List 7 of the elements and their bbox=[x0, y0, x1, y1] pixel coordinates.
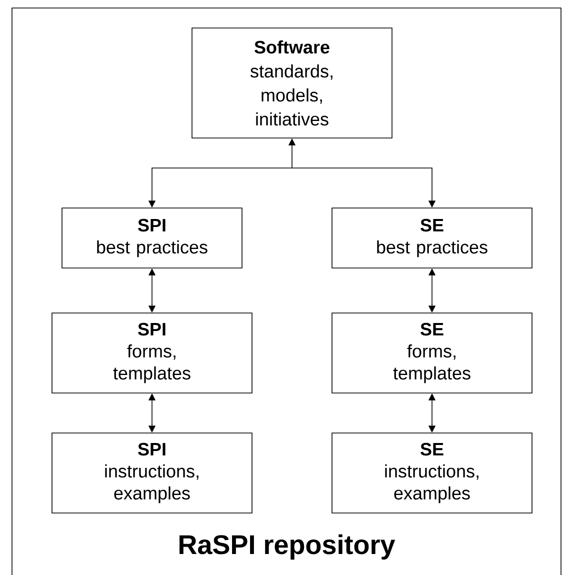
box: SE best practices bbox=[332, 208, 532, 268]
box: Software standards, models, initiatives bbox=[192, 28, 392, 138]
box: SPI instructions, examples bbox=[52, 432, 252, 514]
box: SPI forms, templates bbox=[52, 312, 252, 394]
box: SE instructions, examples bbox=[332, 432, 532, 514]
box: SE forms, templates bbox=[332, 312, 532, 394]
box: SPI best practices bbox=[62, 208, 242, 268]
